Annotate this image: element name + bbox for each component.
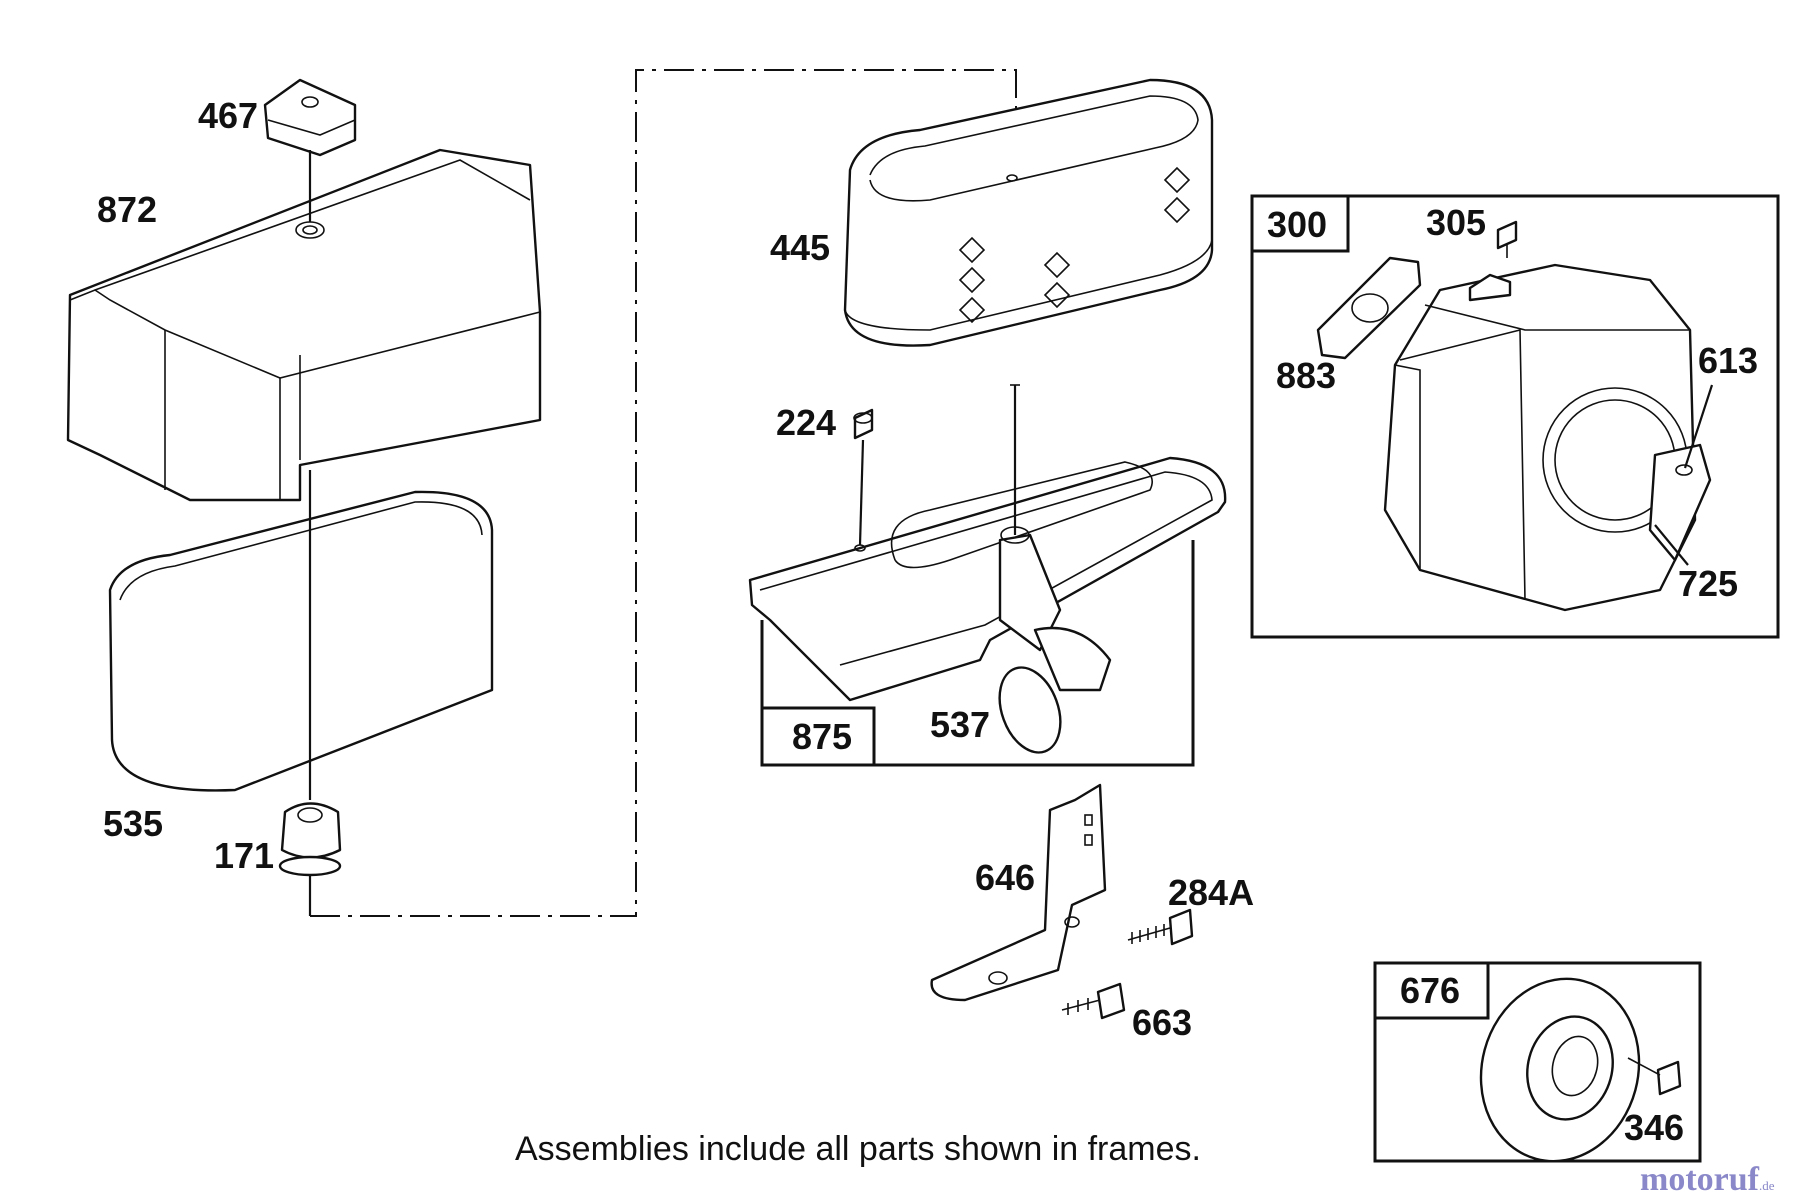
prefilter-drawing: [108, 490, 494, 792]
knob-drawing: [263, 78, 357, 157]
frame-875-tab: [760, 706, 876, 767]
frame-300-tab: [1250, 194, 1350, 253]
muffler-guard-drawing: [1479, 977, 1641, 1163]
label-224: 224: [776, 402, 836, 443]
label-537: 537: [930, 704, 990, 745]
watermark: motoruf.de: [1640, 1161, 1775, 1198]
label-445: 445: [770, 227, 830, 268]
frame-875-border: [760, 540, 1195, 767]
muffler-drawing: [1383, 263, 1712, 612]
label-305: 305: [1426, 202, 1486, 243]
label-346: 346: [1624, 1107, 1684, 1148]
label-725: 725: [1678, 563, 1738, 604]
filter-drawing: [843, 78, 1214, 347]
leader-725: [1654, 524, 1689, 566]
screw-663-drawing: [1061, 982, 1126, 1020]
label-646: 646: [975, 857, 1035, 898]
frame-676-border: [1373, 961, 1702, 1163]
frame-300-border: [1250, 194, 1780, 639]
label-535: 535: [103, 803, 163, 844]
label-883: 883: [1276, 355, 1336, 396]
screw-284A-drawing: [1127, 908, 1194, 946]
frame-label-875: 875: [792, 716, 852, 757]
cover-drawing: [66, 148, 542, 502]
screw-346-drawing: [1627, 1057, 1682, 1096]
caption-text: Assemblies include all parts shown in fr…: [515, 1130, 1201, 1168]
leader-613: [1683, 384, 1714, 469]
label-613: 613: [1698, 340, 1758, 381]
label-171: 171: [214, 835, 274, 876]
gasket-883-drawing: [1316, 256, 1422, 360]
nut-drawing: [278, 802, 342, 877]
leader-224: [858, 439, 865, 546]
label-284A: 284A: [1168, 872, 1254, 913]
label-663: 663: [1132, 1002, 1192, 1043]
base-drawing: [748, 384, 1227, 754]
label-872: 872: [97, 189, 157, 230]
label-467: 467: [198, 95, 258, 136]
assembly-dashdot-line: [310, 69, 1017, 917]
screw-224-drawing: [853, 408, 874, 440]
frame-label-676: 676: [1400, 970, 1460, 1011]
frame-label-300: 300: [1267, 204, 1327, 245]
frame-676-tab: [1373, 961, 1490, 1020]
screw-305-drawing: [1496, 220, 1518, 258]
bracket-drawing: [930, 783, 1107, 1002]
